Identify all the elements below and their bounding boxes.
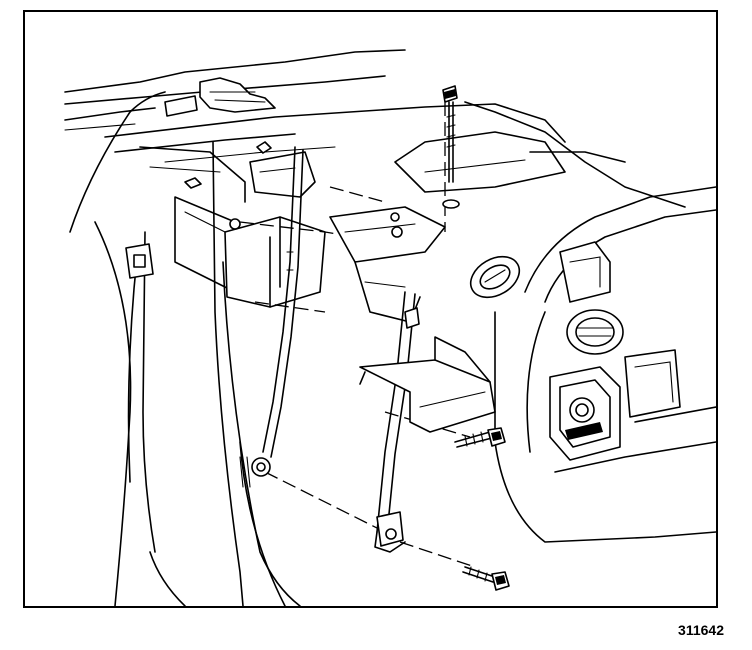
illustration-frame <box>23 10 718 608</box>
a-pillar <box>69 91 301 606</box>
dashboard-top <box>64 49 566 163</box>
line-drawing <box>64 49 716 606</box>
support-brace <box>262 146 416 535</box>
front-bracket <box>329 131 566 329</box>
instrument-panel-right <box>469 186 716 473</box>
bolt-top <box>442 85 460 209</box>
panel-outline <box>239 101 716 553</box>
lower-shelf-bracket <box>359 336 496 433</box>
bolt-middle <box>454 427 506 448</box>
figure-id-label: 311642 <box>678 622 724 638</box>
alignment-lines <box>239 102 476 568</box>
rear-bracket <box>184 141 326 308</box>
bolt-bottom <box>462 566 510 591</box>
